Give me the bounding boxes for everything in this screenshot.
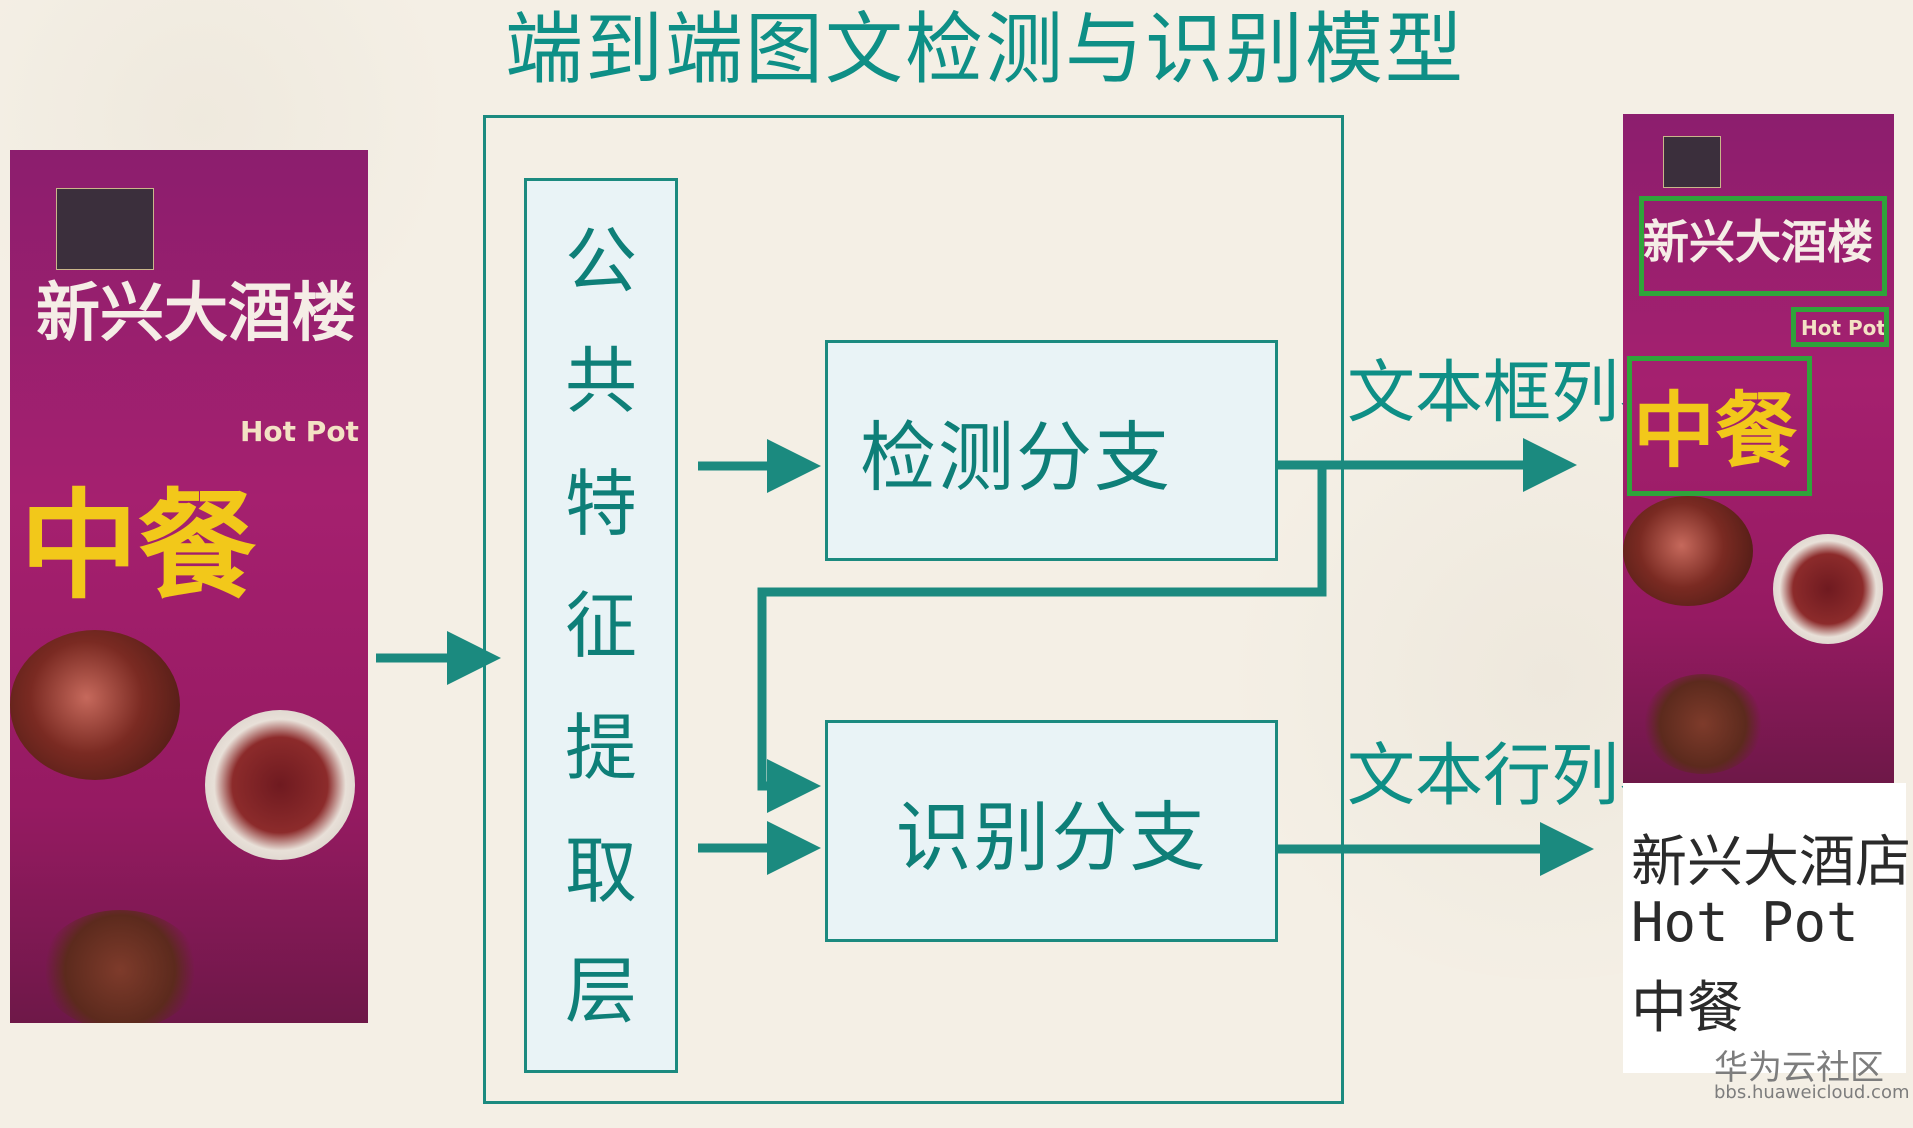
feature-layer-char: 取 [564,829,637,913]
feature-layer-char: 公 [564,219,637,303]
feature-extraction-layer: 公 共 特 征 提 取 层 [524,178,678,1073]
detection-box-cuisine [1627,356,1812,496]
poster-food-image [1773,534,1883,644]
poster-restaurant-name: 新兴大酒楼 [1643,215,1873,269]
detection-box-subtitle [1791,307,1889,347]
poster-cuisine: 中餐 [20,476,257,615]
recognized-text-line: 新兴大酒店 [1631,830,1911,895]
watermark-url: bbs.huaweicloud.com [1714,1082,1910,1103]
recognized-text-panel: 新兴大酒店 Hot Pot 中餐 [1623,783,1911,1073]
poster-restaurant-name: 新兴大酒楼 [36,276,356,351]
poster-logo [1663,136,1721,188]
feature-layer-char: 共 [564,339,637,423]
detection-branch-label: 检测分支 [860,412,1172,502]
poster-subtitle: Hot Pot [1801,316,1886,340]
recognized-text-line: Hot Pot [1631,891,1859,954]
poster-food-image [205,710,355,860]
feature-layer-char: 征 [564,584,637,668]
feature-layer-char: 特 [564,462,637,546]
feature-layer-char: 提 [564,706,637,790]
detection-branch: 检测分支 [825,340,1278,561]
recognition-branch: 识别分支 [825,720,1278,942]
poster-food-image [40,910,200,1023]
poster-food-image [1643,674,1763,774]
input-poster-image: 新兴大酒楼 Hot Pot 中餐 [10,150,368,1023]
poster-logo [56,188,154,270]
diagram-title: 端到端图文检测与识别模型 [505,5,1466,95]
model-frame [483,115,1344,1104]
poster-food-image [10,630,180,780]
detection-box-name [1639,196,1887,296]
feature-layer-char: 层 [564,949,637,1033]
poster-food-image [1623,496,1753,606]
recognized-text-line: 中餐 [1631,976,1743,1041]
poster-cuisine: 中餐 [1633,383,1798,479]
recognition-branch-label: 识别分支 [895,793,1208,882]
output-poster-image: 新兴大酒楼 Hot Pot 中餐 [1623,114,1894,783]
poster-subtitle: Hot Pot [240,415,359,448]
watermark-name: 华为云社区 [1714,1048,1884,1088]
